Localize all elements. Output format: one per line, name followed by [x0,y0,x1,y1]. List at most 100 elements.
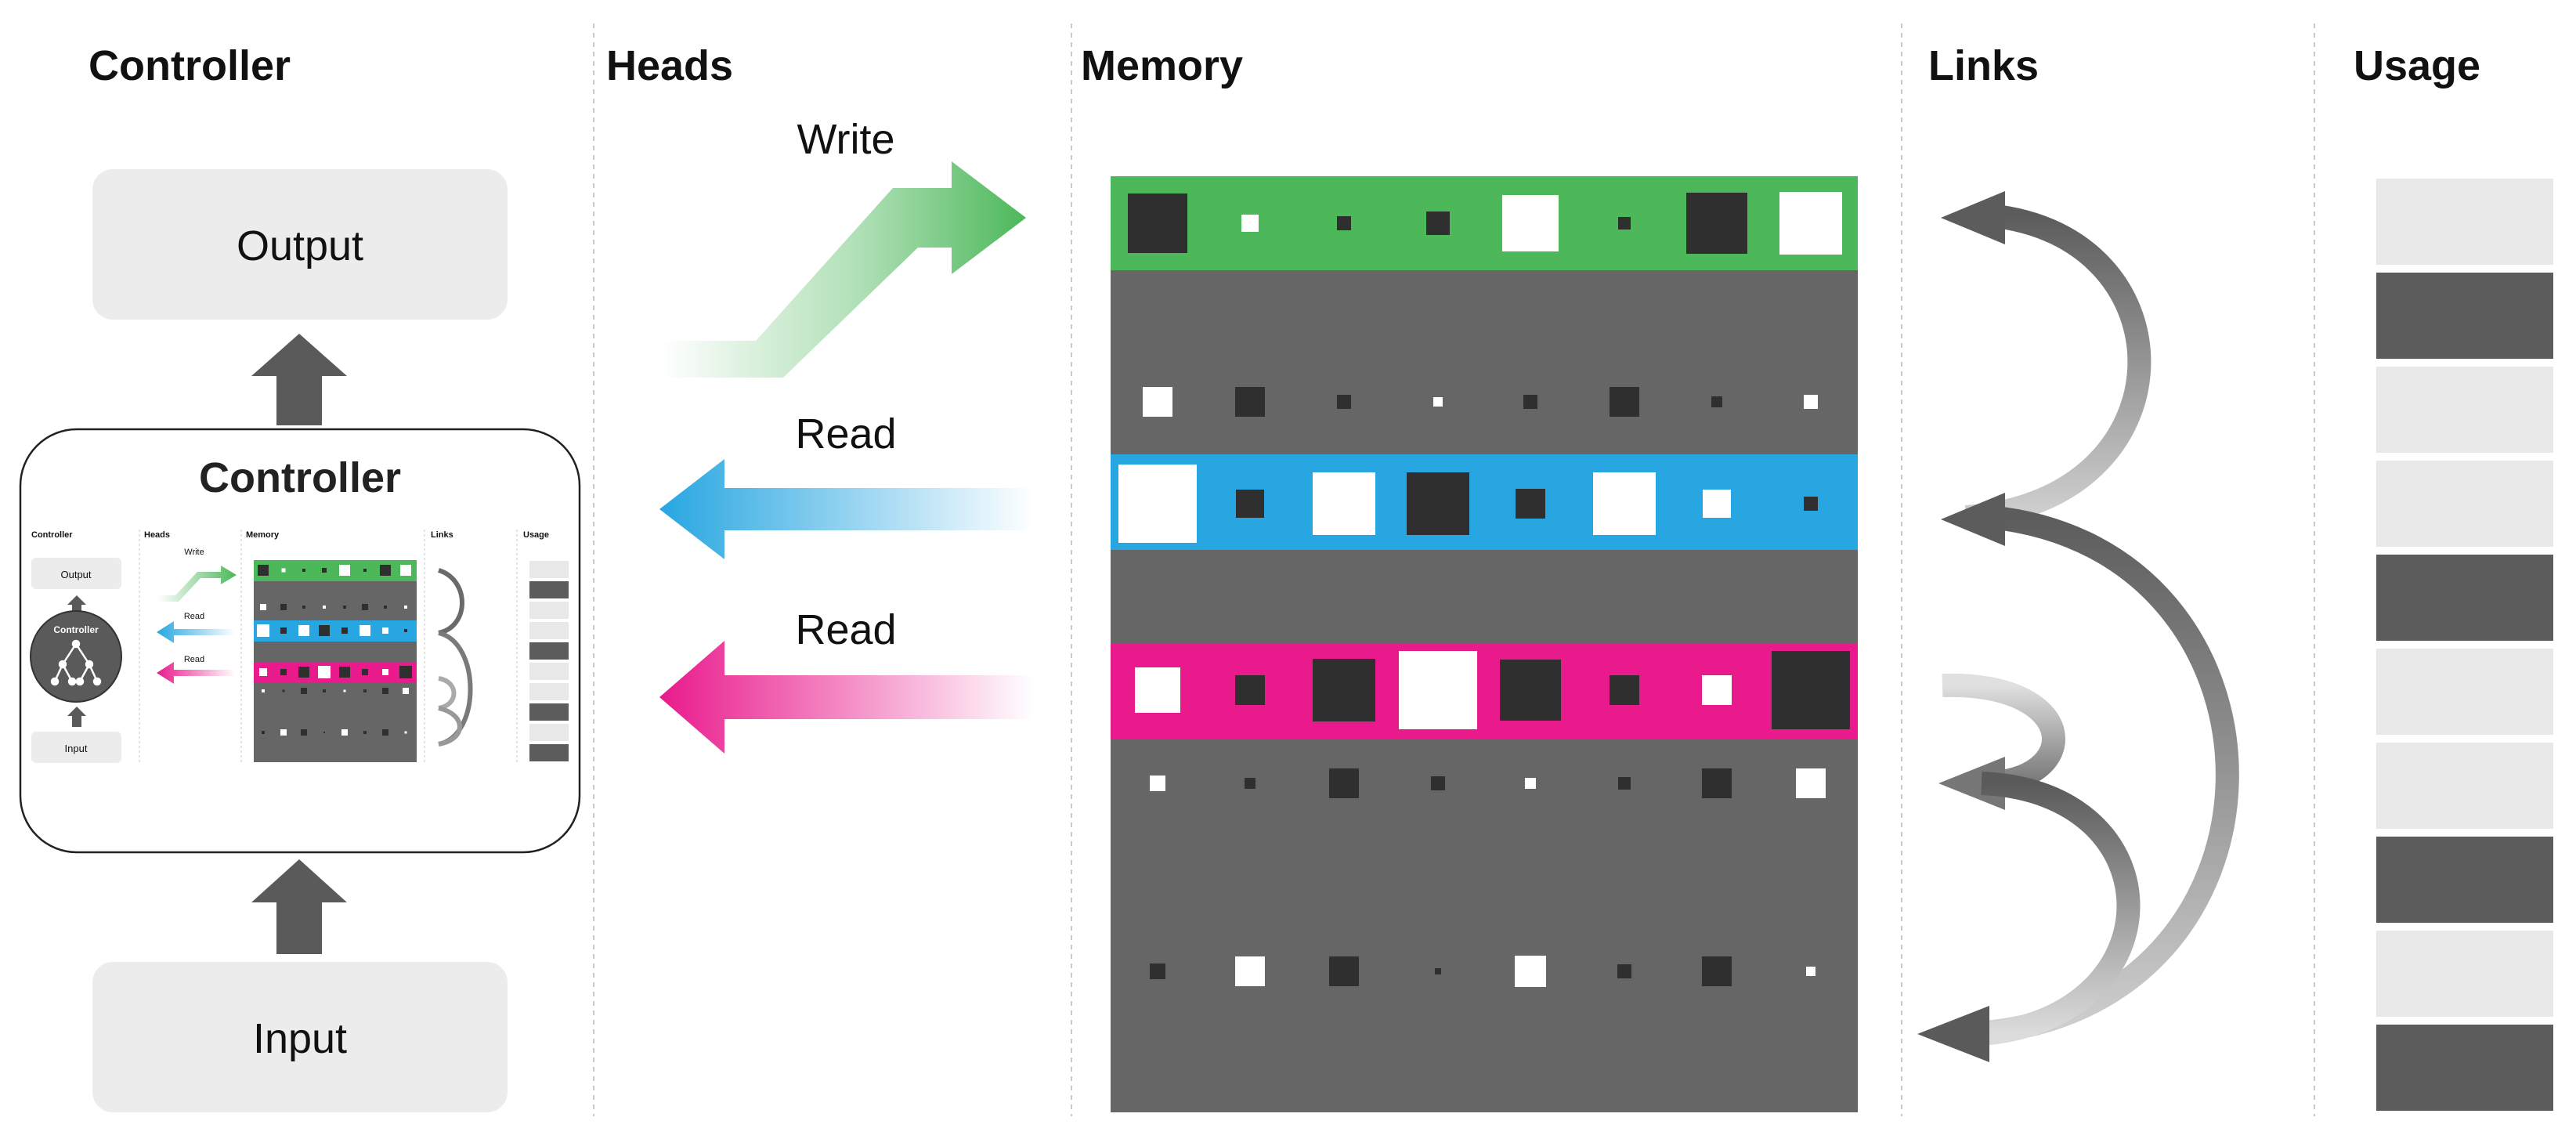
thumb-usage-slot [529,683,569,700]
read-arrow-1 [659,459,1034,559]
usage-slot [2376,273,2553,359]
usage-slot [2376,1025,2553,1111]
output-label: Output [237,222,363,269]
usage-slot [2376,555,2553,641]
thumb-memory-cell [280,604,287,610]
thumb-memory-write-row [254,560,417,581]
thumb-memory-cell [258,565,269,576]
memory-cell [1143,387,1172,417]
thumb-memory-cell [380,565,391,576]
usage-slot [2376,367,2553,453]
usage-slot [2376,743,2553,829]
thumb-memory-cell [404,731,407,734]
memory-cell [1329,768,1359,798]
output-box [92,169,508,320]
memory-cell [1235,956,1265,986]
controller-column: Output Controller Controller Heads Memor… [19,169,581,1112]
thumb-memory-cell [343,689,346,692]
thumb-memory-cell [323,732,325,733]
memory-cell [1702,956,1732,986]
thumb-input-label: Input [65,743,88,754]
write-arrow [662,161,1026,378]
memory-cell [1610,675,1639,705]
column-dividers [593,24,2315,1116]
thumb-usage-slot [529,602,569,619]
thumb-header-links: Links [431,530,453,540]
thumb-memory-cell [322,568,327,573]
section-header-controller: Controller [89,42,291,89]
thumb-memory-cell [399,666,412,678]
thumb-memory-cell [382,729,388,736]
thumb-read-arrow-2 [157,662,235,684]
thumb-memory-cell [404,606,407,609]
memory-cell [1515,956,1546,987]
memory-cell [1150,964,1165,979]
links-column [1917,191,2239,1062]
memory-cell [1772,651,1850,729]
memory-cell [1593,472,1656,535]
thumb-memory-cell [341,627,348,634]
memory-cell [1128,193,1187,253]
controller-box-title: Controller [199,454,401,501]
memory-cell [1806,967,1815,976]
memory-cell [1525,778,1536,789]
thumb-usage-slot [529,744,569,761]
thumb-usage-slot [529,642,569,660]
thumb-memory-block [254,560,417,762]
thumb-memory-cell [382,688,388,694]
thumb-up-arrow-icon [67,595,86,613]
read-arrow-2 [659,641,1034,754]
thumb-link-arc [438,676,457,710]
thumb-memory-cell [259,668,267,676]
memory-cell [1329,956,1359,986]
thumb-header-memory: Memory [246,530,280,540]
usage-column [2376,179,2553,1111]
memory-cell [1500,660,1561,721]
thumb-memory-cell [323,606,326,609]
thumb-output-label: Output [60,569,91,580]
thumb-memory-cell [298,667,309,678]
thumb-memory-cells [257,565,412,736]
memory-cell [1618,217,1631,230]
section-header-links: Links [1928,42,2039,89]
memory-read-row-1 [1111,454,1858,550]
write-head-label: Write [797,116,894,163]
thumb-input-box [31,732,121,763]
usage-slot [2376,837,2553,923]
thumb-read-label-2: Read [184,655,204,664]
thumb-memory-cell [280,627,287,634]
thumb-memory-cell [319,625,330,636]
thumb-memory-cell [363,569,367,572]
memory-cell [1433,397,1443,407]
link-arrowhead [1917,1006,1989,1062]
link-arc [1964,204,2151,529]
thumb-memory-cell [339,565,350,576]
memory-cell [1686,193,1747,254]
thumb-header-controller: Controller [31,530,73,540]
thumb-memory-cell [341,729,348,736]
section-header-heads: Heads [606,42,733,89]
thumb-memory-cell [302,569,305,572]
memory-cell [1618,777,1631,790]
thumb-memory-cell [318,666,331,678]
memory-cell [1135,667,1180,713]
thumb-memory-cell [282,689,285,692]
read-head-label-1: Read [795,410,896,457]
thumb-header-usage: Usage [523,530,549,540]
memory-cell [1407,472,1469,535]
thumb-memory-cell [280,669,287,675]
thumb-memory-cell [298,625,309,636]
thumb-usage-column [529,561,569,761]
thumb-header-heads: Heads [144,530,170,540]
thumb-memory-cell [262,689,265,692]
thumb-memory-cell [301,729,307,736]
thumb-usage-slot [529,581,569,598]
thumb-usage-slot [529,724,569,741]
thumb-usage-slot [529,703,569,721]
thumb-memory-cell [363,731,367,734]
memory-cell [1703,490,1731,518]
thumb-read-arrow-1 [157,621,235,643]
thumb-usage-slot [529,663,569,680]
thumb-memory-cell [403,688,409,694]
memory-cell [1241,215,1259,232]
